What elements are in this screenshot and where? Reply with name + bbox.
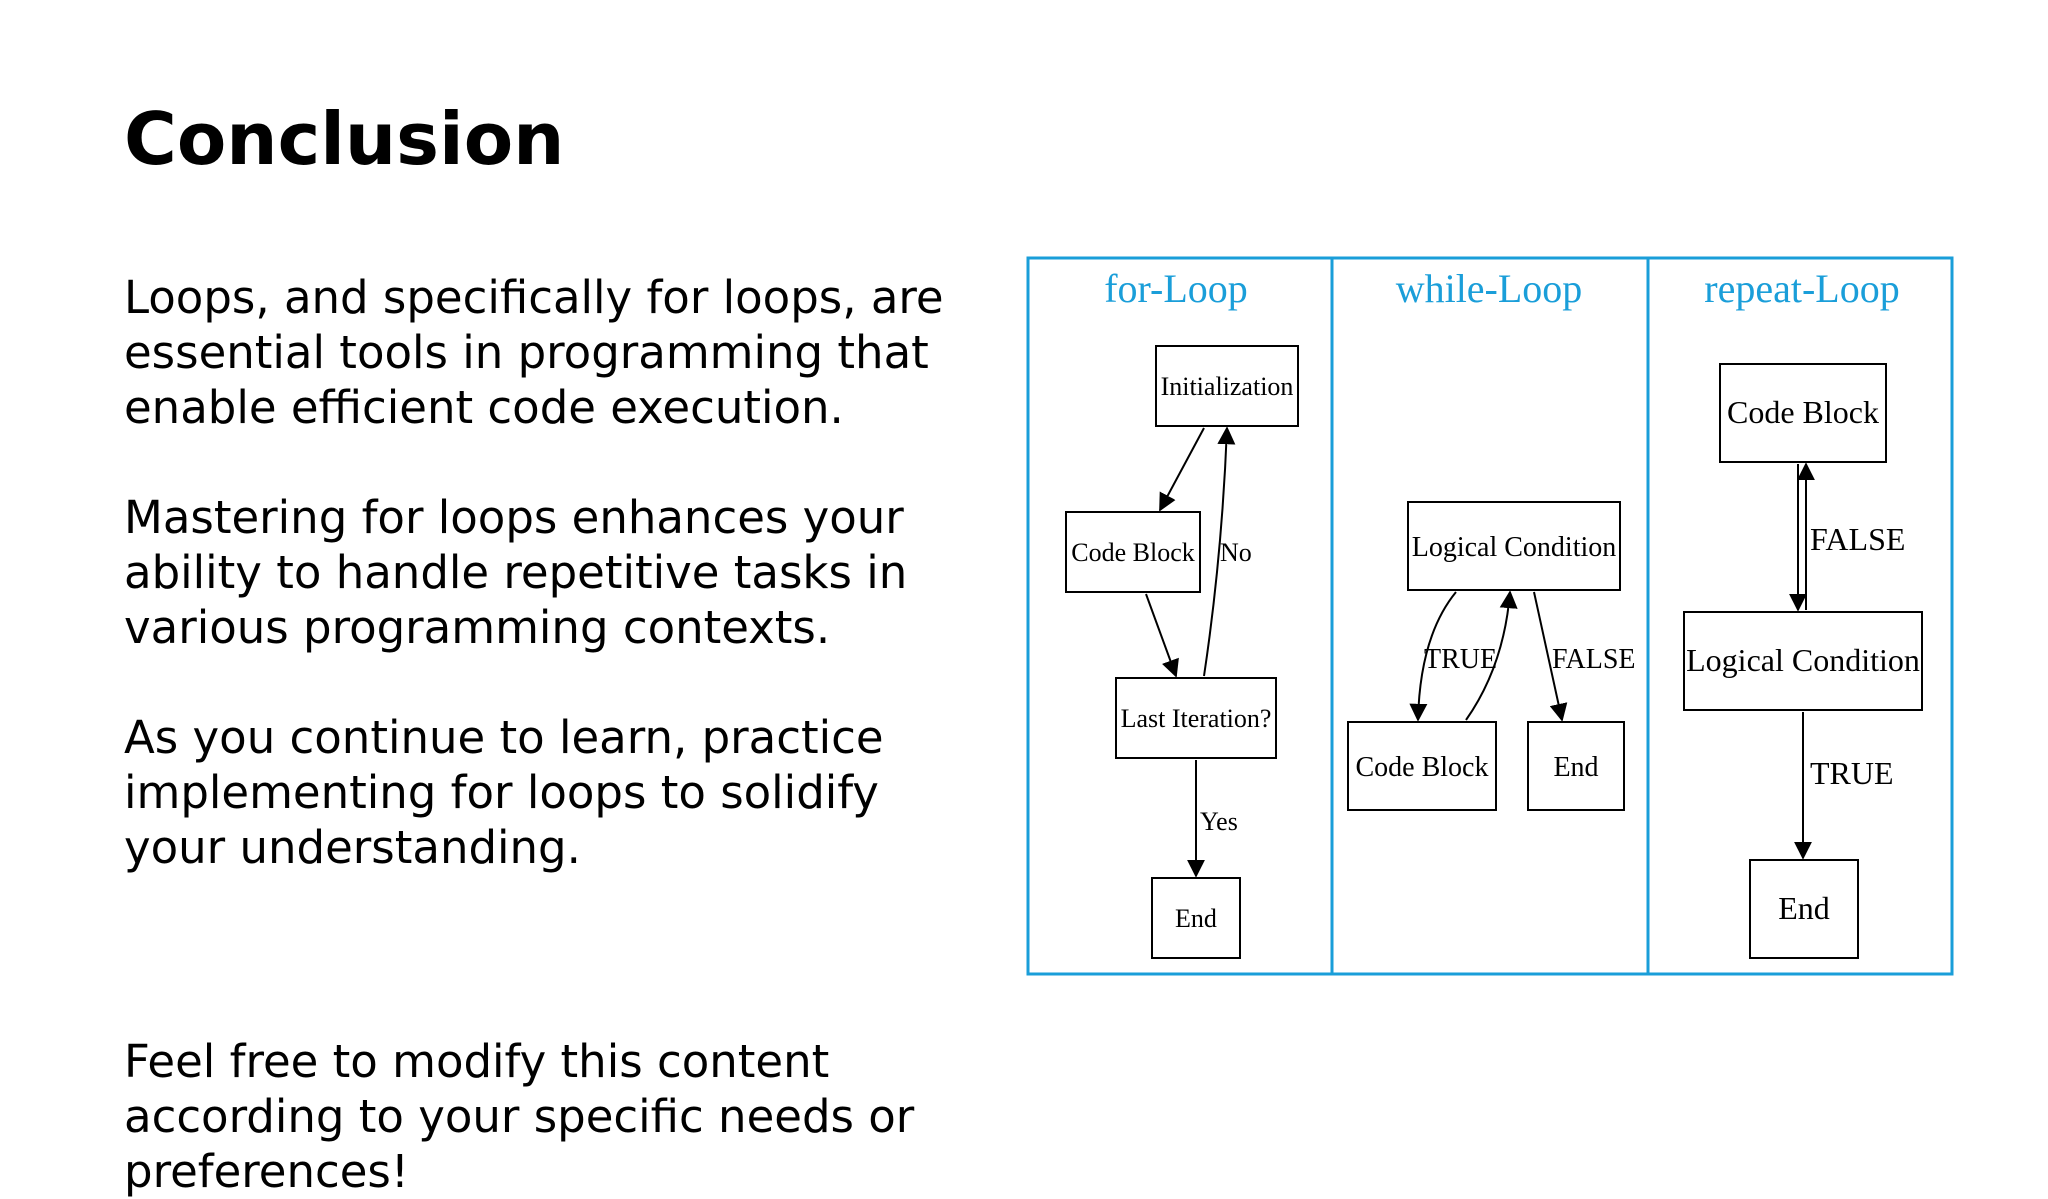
node-end	[1151, 877, 1241, 959]
panel-while-loop: while-Loop Logical Condition Code Block …	[1347, 266, 1636, 811]
node-label: Logical Condition	[1686, 642, 1920, 678]
node-label: End	[1175, 904, 1217, 933]
node-label: End	[1553, 752, 1598, 783]
edge-init-to-code	[1159, 427, 1205, 512]
edge-condition-to-code-true	[1409, 591, 1457, 722]
node-label: Last Iteration?	[1121, 704, 1272, 733]
slide-title: Conclusion	[124, 97, 565, 181]
node-code-block	[1065, 511, 1201, 593]
edge-label-true: TRUE	[1424, 644, 1497, 675]
node-code-block	[1719, 363, 1887, 463]
panel-title: while-Loop	[1396, 266, 1583, 311]
node-logical-condition	[1407, 501, 1621, 591]
node-initialization	[1155, 345, 1299, 427]
panel-repeat-loop: repeat-Loop Code Block Logical Condition…	[1683, 266, 1923, 959]
edge-label-no: No	[1220, 538, 1252, 567]
panel-title: for-Loop	[1104, 266, 1248, 311]
node-label: Code Block	[1356, 752, 1489, 783]
loop-types-diagram: for-Loop Initialization Code Block Last …	[1026, 256, 1954, 976]
node-label: Code Block	[1071, 538, 1195, 567]
node-label: Code Block	[1727, 394, 1879, 430]
node-label: End	[1778, 890, 1830, 926]
node-logical-condition	[1683, 611, 1923, 711]
node-code-block	[1347, 721, 1497, 811]
diagram-frame	[1026, 256, 1954, 976]
edge-label-false: FALSE	[1810, 521, 1905, 557]
edge-code-to-condition	[1465, 590, 1518, 721]
node-last-iteration	[1115, 677, 1277, 759]
edge-condition-to-end-false	[1533, 591, 1568, 722]
edge-code-to-last	[1145, 593, 1179, 678]
paragraph-mastering-loops: Mastering for loops enhances your abilit…	[124, 491, 908, 654]
footer-note: Feel free to modify this content accordi…	[124, 1035, 915, 1198]
paragraph-practice: As you continue to learn, practice imple…	[124, 711, 884, 874]
panel-for-loop: for-Loop Initialization Code Block Last …	[1065, 266, 1299, 959]
panel-title: repeat-Loop	[1704, 266, 1899, 311]
node-label: Logical Condition	[1412, 532, 1617, 563]
node-end	[1749, 859, 1859, 959]
edge-label-false: FALSE	[1552, 644, 1636, 675]
node-label: Initialization	[1161, 372, 1294, 401]
paragraph-loops-essential: Loops, and specifically for loops, are e…	[124, 271, 944, 434]
edge-label-true: TRUE	[1810, 755, 1894, 791]
node-end	[1527, 721, 1625, 811]
edge-last-to-init	[1203, 426, 1236, 677]
edge-label-yes: Yes	[1200, 807, 1238, 836]
slide-body: Loops, and specifically for loops, are e…	[124, 270, 984, 930]
